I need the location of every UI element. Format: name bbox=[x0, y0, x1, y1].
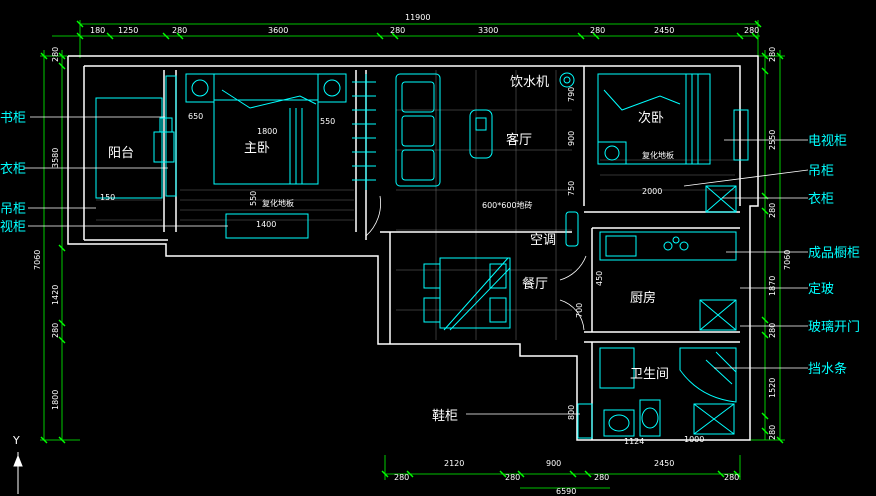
wood-floor-hatching bbox=[96, 159, 735, 221]
label-floor-second: 复化地板 bbox=[642, 150, 674, 160]
dim-right-total: 7060 bbox=[783, 250, 792, 270]
dim-right-1: 2550 bbox=[768, 130, 777, 150]
dim-right-5: 1520 bbox=[768, 378, 777, 398]
dim-right-2: 280 bbox=[768, 203, 777, 218]
room-bathroom: 卫生间 bbox=[630, 367, 669, 382]
dimension-lines bbox=[40, 20, 785, 489]
dim-right-4: 280 bbox=[768, 323, 777, 338]
dim-inner-800: 800 bbox=[567, 405, 576, 420]
axis-y-label: Y bbox=[12, 434, 20, 447]
dim-overall-top: 11900 bbox=[405, 13, 430, 22]
dim-top-4: 280 bbox=[390, 26, 405, 35]
label-floor-master: 复化地板 bbox=[262, 198, 294, 208]
label-air-conditioner: 空调 bbox=[530, 233, 556, 248]
dim-left-4: 1800 bbox=[51, 390, 60, 410]
dim-bottom-0: 280 bbox=[394, 473, 409, 482]
callout-water-bar: 挡水条 bbox=[808, 361, 847, 377]
callout-fixed-glass: 定玻 bbox=[808, 282, 834, 297]
callout-wall-cabinet: 吊柜 bbox=[808, 164, 834, 179]
dim-bottom-3: 900 bbox=[546, 459, 561, 468]
callout-glass-door: 玻璃开门 bbox=[808, 320, 860, 335]
dim-top-6: 280 bbox=[590, 26, 605, 35]
dim-bottom-5: 2450 bbox=[654, 459, 674, 468]
callout-wall-cabinet-left: 吊柜 bbox=[0, 202, 26, 217]
callout-bookcase: 书柜 bbox=[0, 111, 26, 126]
dim-right-0: 280 bbox=[768, 47, 777, 62]
dim-left-1: 3580 bbox=[51, 148, 60, 168]
label-water-dispenser: 饮水机 bbox=[510, 75, 549, 90]
label-shoe-cabinet: 鞋柜 bbox=[432, 408, 458, 424]
callout-wardrobe-left: 衣柜 bbox=[0, 161, 26, 177]
dim-bottom-4: 280 bbox=[594, 473, 609, 482]
dim-bottom-1: 2120 bbox=[444, 459, 464, 468]
dim-top-1: 1250 bbox=[118, 26, 138, 35]
dim-left-0: 280 bbox=[51, 47, 60, 62]
room-second-bedroom: 次卧 bbox=[638, 110, 664, 126]
dim-inner-1800: 1800 bbox=[257, 127, 277, 136]
dim-inner-700: 700 bbox=[575, 303, 584, 318]
dim-inner-1124: 1124 bbox=[624, 437, 644, 446]
dim-inner-1400: 1400 bbox=[256, 220, 276, 229]
dim-top-2: 280 bbox=[172, 26, 187, 35]
door-swings bbox=[365, 195, 587, 331]
ucs-axis-icon bbox=[13, 452, 23, 494]
dim-inner-2000: 2000 bbox=[642, 187, 662, 196]
dim-bottom-6: 280 bbox=[724, 473, 739, 482]
dim-top-3: 3600 bbox=[268, 26, 288, 35]
dim-inner-790: 790 bbox=[567, 87, 576, 102]
dim-left-total: 7060 bbox=[33, 250, 42, 270]
callout-leaders bbox=[24, 116, 809, 415]
dim-left-3: 280 bbox=[51, 323, 60, 338]
dim-inner-550: 550 bbox=[320, 117, 335, 126]
room-balcony: 阳台 bbox=[108, 146, 134, 161]
callout-tv-cabinet-left: 视柜 bbox=[0, 220, 26, 235]
dim-bottom-total: 6590 bbox=[556, 487, 576, 496]
dim-inner-650: 650 bbox=[188, 112, 203, 121]
dim-top-7: 2450 bbox=[654, 26, 674, 35]
callout-tv-cabinet: 电视柜 bbox=[808, 134, 847, 149]
dim-inner-550b: 550 bbox=[249, 191, 258, 206]
room-kitchen: 厨房 bbox=[630, 290, 656, 306]
room-master-bedroom: 主卧 bbox=[244, 141, 270, 156]
room-dining: 餐厅 bbox=[522, 276, 548, 292]
dim-inner-750: 750 bbox=[567, 181, 576, 196]
label-floor-tile: 600*600地砖 bbox=[482, 200, 533, 210]
callout-kitchen-cabinet: 成品橱柜 bbox=[808, 246, 860, 261]
dim-top-0: 180 bbox=[90, 26, 105, 35]
dim-top-8: 280 bbox=[744, 26, 759, 35]
dim-left-2: 1420 bbox=[51, 285, 60, 305]
dim-inner-1000: 1000 bbox=[684, 435, 704, 444]
dim-inner-900: 900 bbox=[567, 131, 576, 146]
callout-wardrobe: 衣柜 bbox=[808, 191, 834, 207]
dim-right-3: 1870 bbox=[768, 276, 777, 296]
dim-inner-450: 450 bbox=[595, 271, 604, 286]
dim-inner-150: 150 bbox=[100, 193, 115, 202]
room-living-room: 客厅 bbox=[506, 132, 532, 148]
dim-bottom-2: 280 bbox=[505, 473, 520, 482]
dim-right-6: 280 bbox=[768, 425, 777, 440]
dim-top-5: 3300 bbox=[478, 26, 498, 35]
